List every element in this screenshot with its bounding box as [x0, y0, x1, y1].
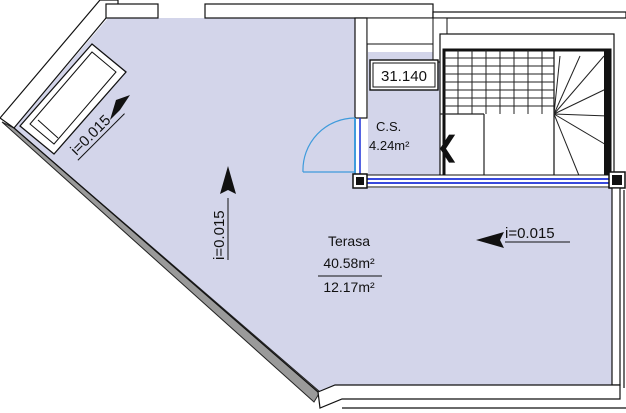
door — [302, 117, 361, 176]
arrow-icon — [220, 166, 236, 194]
wall-top-middle — [204, 3, 434, 19]
column-icon — [352, 173, 368, 189]
slope-label: i=0.015 — [505, 225, 555, 242]
wall-top-right — [432, 11, 626, 19]
planter — [19, 43, 127, 155]
slope-left: i=0.015 — [211, 198, 229, 260]
wall-cs-left — [354, 17, 368, 119]
wall-right — [611, 187, 621, 386]
arrow-icon — [476, 232, 504, 248]
wall-cs-top — [366, 17, 438, 45]
wall-bottom — [317, 384, 621, 409]
wall-diagonal-edge — [13, 127, 319, 393]
chevron-left-icon: ❮ — [436, 131, 459, 163]
cs-room-area: 4.24m² — [369, 138, 410, 153]
terrace-room-area-1: 40.58m² — [323, 255, 375, 271]
terrace-room-area-2: 12.17m² — [323, 279, 375, 295]
wall-top-left — [105, 3, 159, 19]
arrow-icon — [110, 95, 130, 120]
slope-right: i=0.015 — [505, 225, 570, 243]
elevation-label: 31.140 — [381, 68, 427, 85]
glass-wall — [361, 174, 611, 188]
slope-label: i=0.015 — [211, 210, 228, 260]
terrace-room-name: Terasa — [328, 233, 370, 249]
elevation-tag: 31.140 — [369, 59, 439, 91]
column-icon — [608, 171, 626, 189]
cs-room-name: C.S. — [376, 119, 401, 134]
terrace-floor — [14, 18, 612, 392]
staircase — [439, 33, 615, 180]
